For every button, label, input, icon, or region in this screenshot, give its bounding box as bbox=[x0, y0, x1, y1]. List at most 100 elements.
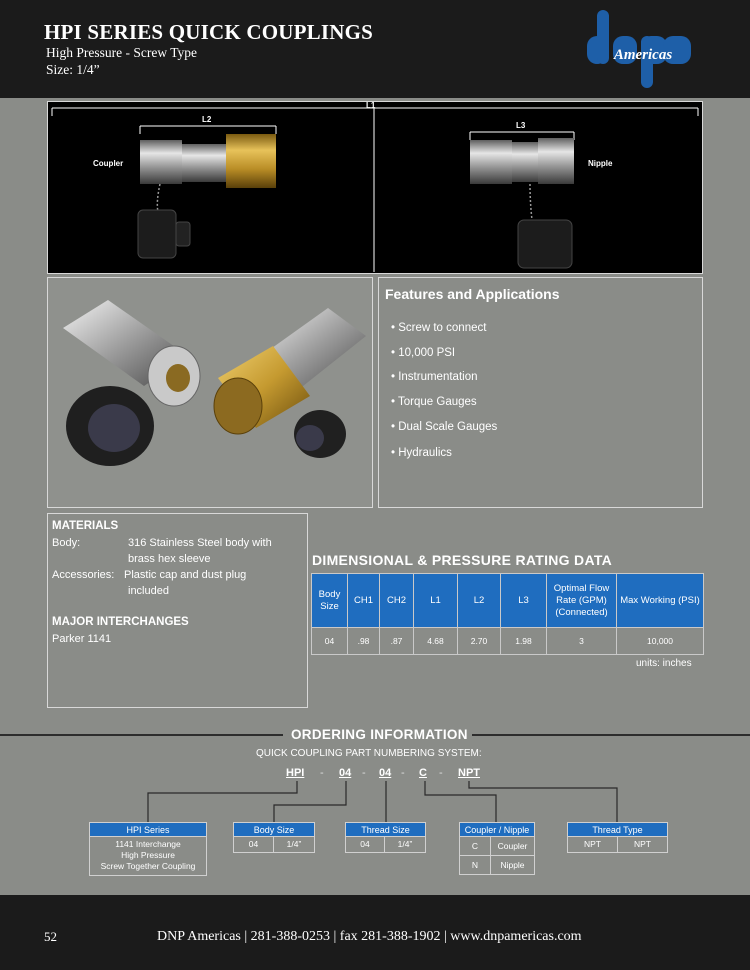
feature-item: • Dual Scale Gauges bbox=[391, 420, 498, 433]
option-row: C Coupler bbox=[459, 837, 535, 856]
part-dash: - bbox=[362, 767, 366, 779]
materials-heading: MATERIALS bbox=[52, 520, 119, 532]
coupling-dimension-photo: L1 L2 L3 Coupler Nipple bbox=[47, 101, 703, 274]
column-header: L3 bbox=[500, 573, 547, 628]
option-row: NPT NPT bbox=[567, 837, 668, 853]
feature-item: • Screw to connect bbox=[391, 322, 487, 334]
option-code: NPT bbox=[567, 837, 618, 853]
size-label: Size: 1/4” bbox=[46, 62, 100, 77]
column-header: CH2 bbox=[379, 573, 414, 628]
table-cell: 4.68 bbox=[413, 627, 458, 655]
table-cell: 1.98 bbox=[500, 627, 547, 655]
column-header: Body Size bbox=[311, 573, 348, 628]
series-line: 1141 Interchange bbox=[115, 839, 181, 849]
hpi-series-header: HPI Series bbox=[89, 822, 207, 837]
option-code: 04 bbox=[345, 837, 385, 853]
coupler-nipple-box: Coupler / Nipple C Coupler N Nipple bbox=[459, 822, 535, 875]
part-dash: - bbox=[401, 767, 405, 779]
option-row: N Nipple bbox=[459, 856, 535, 875]
column-header: Max Working (PSI) bbox=[616, 573, 704, 628]
hpi-series-description: 1141 Interchange High Pressure Screw Tog… bbox=[89, 837, 207, 876]
column-header: L1 bbox=[413, 573, 458, 628]
part-code-thread-type: NPT bbox=[458, 767, 480, 779]
option-value: Nipple bbox=[491, 856, 535, 875]
contact-line: DNP Americas | 281-388-0253 | fax 281-38… bbox=[157, 929, 582, 944]
accessories-value-2: included bbox=[128, 585, 169, 597]
page-footer: 52 DNP Americas | 281-388-0253 | fax 281… bbox=[0, 895, 750, 970]
feature-item: • Hydraulics bbox=[391, 447, 452, 460]
table-cell: .87 bbox=[379, 627, 414, 655]
option-value: 1/4” bbox=[274, 837, 315, 853]
coupling-parts-photo bbox=[47, 277, 373, 508]
option-row: 04 1/4” bbox=[233, 837, 315, 853]
feature-item: • 10,000 PSI bbox=[391, 346, 456, 359]
interchanges-value: Parker 1141 bbox=[52, 633, 112, 645]
table-cell: 04 bbox=[311, 627, 348, 655]
part-code-coupler-nipple: C bbox=[419, 767, 427, 779]
option-code: 04 bbox=[233, 837, 274, 853]
page-header: HPI SERIES QUICK COUPLINGS High Pressure… bbox=[0, 0, 750, 98]
body-size-header: Body Size bbox=[233, 822, 315, 837]
feature-item: • Torque Gauges bbox=[391, 396, 477, 409]
dimensional-data-title: DIMENSIONAL & PRESSURE RATING DATA bbox=[312, 552, 613, 568]
dimensional-table: Body Size CH1 CH2 L1 L2 L3 Optimal Flow … bbox=[311, 573, 704, 655]
column-header: L2 bbox=[457, 573, 501, 628]
thread-size-box: Thread Size 04 1/4” bbox=[345, 822, 426, 853]
ordering-subtitle: QUICK COUPLING PART NUMBERING SYSTEM: bbox=[256, 748, 482, 759]
ordering-title: ORDERING INFORMATION bbox=[291, 727, 468, 742]
column-header: CH1 bbox=[347, 573, 380, 628]
page-number: 52 bbox=[44, 929, 57, 944]
coupler-nipple-header: Coupler / Nipple bbox=[459, 822, 535, 837]
thread-size-header: Thread Size bbox=[345, 822, 426, 837]
thread-type-header: Thread Type bbox=[567, 822, 668, 837]
l2-label: L2 bbox=[202, 115, 212, 124]
option-value: 1/4” bbox=[385, 837, 426, 853]
features-title: Features and Applications bbox=[385, 286, 560, 302]
logo-text: Americas bbox=[613, 47, 672, 63]
accessories-label: Accessories: bbox=[52, 569, 115, 581]
table-cell: 2.70 bbox=[457, 627, 501, 655]
page-title: HPI SERIES QUICK COUPLINGS bbox=[44, 20, 374, 44]
page-subtitle: High Pressure - Screw Type bbox=[46, 45, 198, 60]
part-code-body-size: 04 bbox=[339, 767, 352, 779]
series-line: High Pressure bbox=[121, 850, 175, 860]
features-list: • Screw to connect • 10,000 PSI • Instru… bbox=[391, 322, 497, 472]
body-size-box: Body Size 04 1/4” bbox=[233, 822, 315, 853]
option-row: 04 1/4” bbox=[345, 837, 426, 853]
dnp-americas-logo: Americas bbox=[587, 10, 691, 88]
features-panel: Features and Applications • Screw to con… bbox=[378, 277, 703, 508]
interchanges-heading: MAJOR INTERCHANGES bbox=[52, 616, 189, 628]
table-cell: 10,000 bbox=[616, 627, 704, 655]
option-code: C bbox=[459, 837, 491, 856]
nipple-label: Nipple bbox=[588, 159, 613, 168]
part-code-series: HPI bbox=[286, 767, 305, 779]
accessories-value-1: Plastic cap and dust plug bbox=[124, 569, 247, 581]
option-code: N bbox=[459, 856, 491, 875]
divider bbox=[472, 734, 750, 736]
body-label: Body: bbox=[52, 537, 81, 549]
body-value-1: 316 Stainless Steel body with bbox=[128, 537, 272, 549]
l3-label: L3 bbox=[516, 121, 526, 130]
units-note: units: inches bbox=[636, 658, 692, 669]
coupler-label: Coupler bbox=[93, 159, 124, 168]
series-line: Screw Together Coupling bbox=[100, 861, 196, 871]
dimension-diagram bbox=[51, 107, 699, 272]
divider bbox=[0, 734, 283, 736]
part-number-connectors bbox=[147, 781, 618, 822]
feature-item: • Instrumentation bbox=[391, 371, 478, 384]
option-value: NPT bbox=[618, 837, 668, 853]
materials-panel: MATERIALS Body: 316 Stainless Steel body… bbox=[47, 513, 308, 708]
table-cell: 3 bbox=[546, 627, 617, 655]
table-cell: .98 bbox=[347, 627, 380, 655]
parts-illustration bbox=[63, 300, 366, 466]
hpi-series-box: HPI Series 1141 Interchange High Pressur… bbox=[89, 822, 207, 876]
part-code-thread-size: 04 bbox=[379, 767, 392, 779]
table-header-row: Body Size CH1 CH2 L1 L2 L3 Optimal Flow … bbox=[311, 573, 704, 628]
part-dash: - bbox=[320, 767, 324, 779]
column-header: Optimal Flow Rate (GPM) (Connected) bbox=[546, 573, 617, 628]
l1-label: L1 bbox=[366, 101, 376, 110]
body-value-2: brass hex sleeve bbox=[128, 553, 211, 565]
option-value: Coupler bbox=[491, 837, 535, 856]
thread-type-box: Thread Type NPT NPT bbox=[567, 822, 668, 853]
table-row: 04 .98 .87 4.68 2.70 1.98 3 10,000 bbox=[311, 627, 704, 655]
